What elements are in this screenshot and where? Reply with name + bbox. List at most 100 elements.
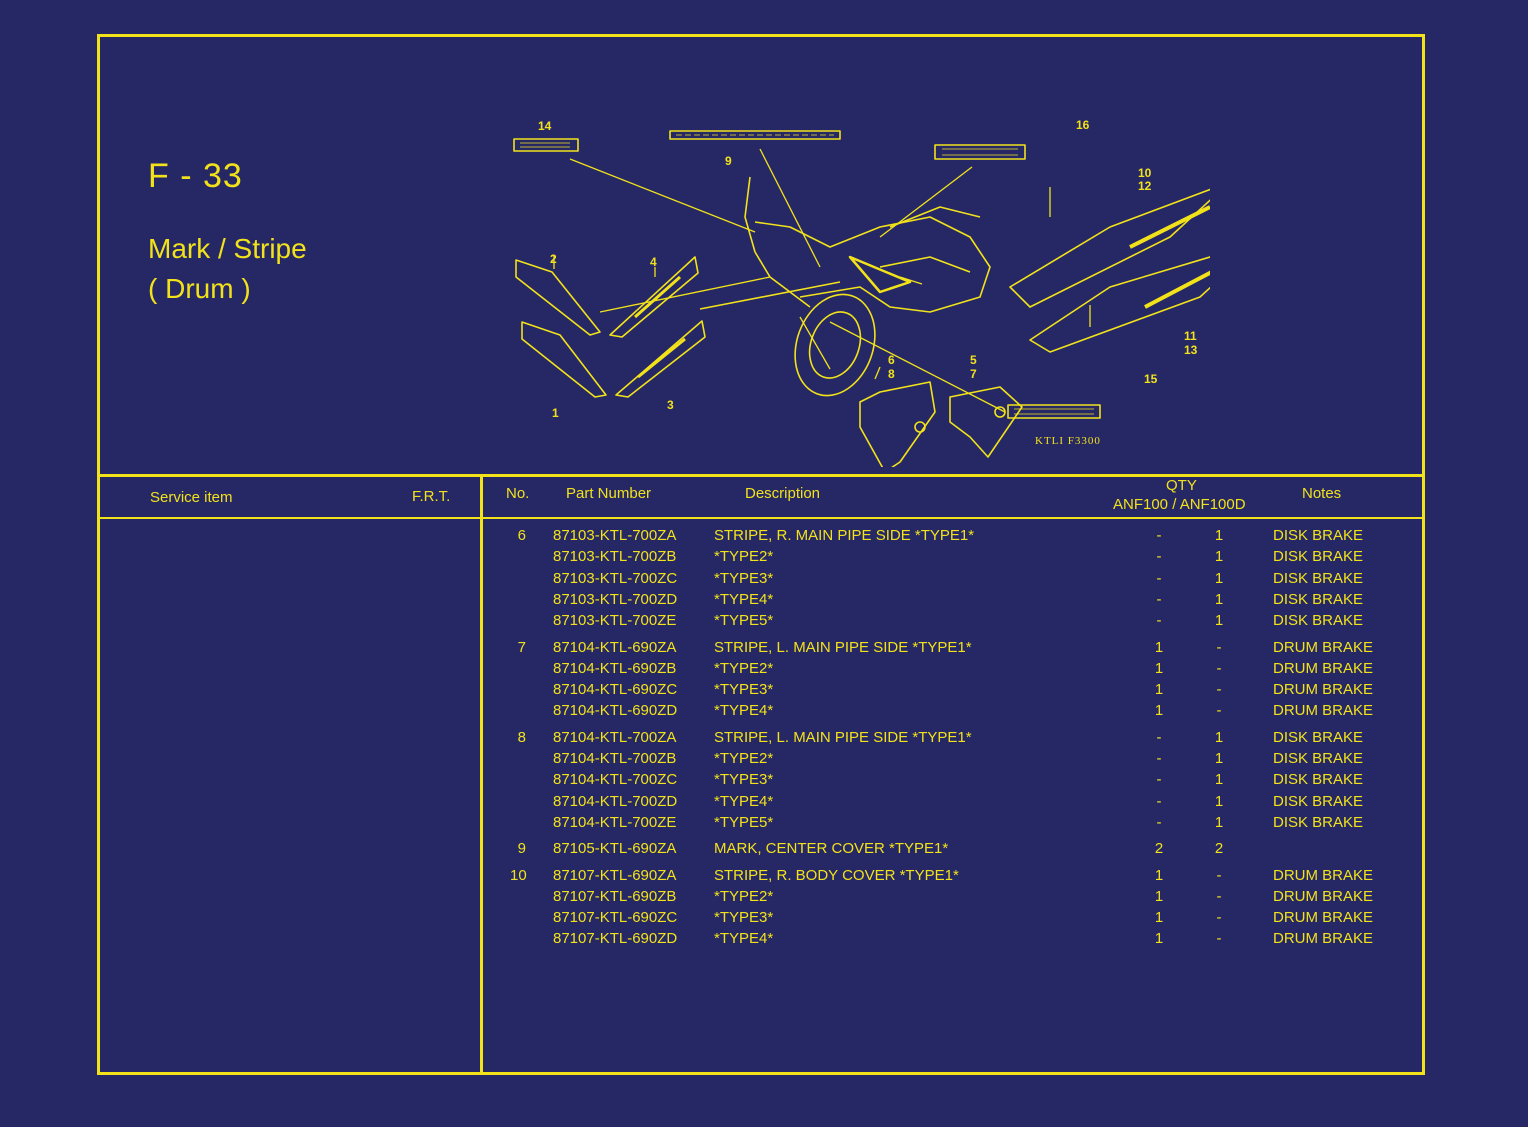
row-notes: DISK BRAKE — [1273, 527, 1364, 544]
page-title-line2: ( Drum ) — [148, 273, 251, 304]
row-no: 9 — [517, 840, 526, 858]
row-qty-anf100d: 1 — [1214, 590, 1224, 608]
row-no: 6 — [517, 527, 526, 544]
row-qty-anf100d: - — [1216, 887, 1222, 905]
row-part-number: 87104-KTL-690ZB — [553, 659, 677, 677]
callout-2: 2 — [550, 252, 557, 266]
callout-1: 1 — [552, 406, 559, 420]
row-part-number: 87104-KTL-700ZB — [553, 750, 677, 767]
row-qty-anf100: 1 — [1154, 659, 1164, 677]
callout-8: 8 — [888, 367, 895, 381]
mark-9 — [669, 130, 841, 140]
callout-15: 15 — [1144, 372, 1158, 386]
callout-12: 12 — [1138, 179, 1152, 193]
mark-14 — [513, 138, 579, 152]
row-qty-anf100: - — [1156, 750, 1162, 767]
callout-6: 6 — [888, 353, 895, 367]
row-qty-anf100d: 1 — [1214, 771, 1224, 789]
mark-15 — [1007, 404, 1101, 419]
row-notes: DISK BRAKE — [1273, 813, 1364, 831]
row-notes: DISK BRAKE — [1273, 750, 1364, 767]
row-description: *TYPE3* — [714, 569, 774, 587]
row-qty-anf100d: 1 — [1214, 813, 1224, 831]
row-description: *TYPE2* — [714, 659, 774, 677]
row-part-number: 87107-KTL-690ZD — [553, 930, 678, 948]
row-description: *TYPE5* — [714, 813, 774, 831]
row-qty-anf100: 1 — [1154, 887, 1164, 905]
row-description: *TYPE4* — [714, 930, 774, 948]
row-notes: DISK BRAKE — [1273, 771, 1364, 789]
row-qty-anf100: - — [1156, 548, 1162, 566]
row-description: *TYPE4* — [714, 792, 774, 810]
row-part-number: 87104-KTL-690ZC — [553, 681, 678, 699]
row-qty-anf100: 1 — [1154, 909, 1164, 927]
row-part-number: 87104-KTL-700ZC — [553, 771, 678, 789]
row-qty-anf100d: - — [1216, 930, 1222, 948]
row-qty-anf100: - — [1156, 813, 1162, 831]
side-covers — [859, 381, 1023, 473]
row-notes: DISK BRAKE — [1273, 548, 1364, 566]
row-qty-anf100d: 1 — [1214, 548, 1224, 566]
row-qty-anf100d: 2 — [1214, 840, 1224, 858]
row-qty-anf100: - — [1156, 771, 1162, 789]
row-description: STRIPE, L. MAIN PIPE SIDE *TYPE1* — [714, 728, 972, 746]
callout-9: 9 — [725, 154, 732, 168]
row-no: 7 — [517, 638, 526, 656]
row-description: *TYPE5* — [714, 612, 774, 630]
diagram-drawing: 14 9 16 10 12 2 4 1 3 6 8 5 7 15 11 13 — [513, 118, 1261, 473]
callout-10: 10 — [1138, 166, 1152, 180]
row-description: *TYPE4* — [714, 590, 774, 608]
row-qty-anf100d: - — [1216, 681, 1222, 699]
row-description: MARK, CENTER COVER *TYPE1* — [714, 840, 949, 858]
row-part-number: 87103-KTL-700ZB — [553, 548, 677, 566]
row-part-number: 87105-KTL-690ZA — [553, 840, 677, 858]
motorcycle-outline — [699, 176, 1261, 397]
row-qty-anf100: 1 — [1154, 702, 1164, 720]
row-qty-anf100d: 1 — [1214, 792, 1224, 810]
callout-14: 14 — [538, 119, 552, 133]
row-qty-anf100: 1 — [1154, 638, 1164, 656]
header-no: No. — [506, 485, 530, 502]
row-part-number: 87103-KTL-700ZC — [553, 569, 678, 587]
callout-16: 16 — [1076, 118, 1090, 132]
row-qty-anf100: - — [1156, 792, 1162, 810]
row-description: *TYPE2* — [714, 548, 774, 566]
row-notes: DRUM BRAKE — [1273, 702, 1374, 720]
row-qty-anf100d: - — [1216, 638, 1222, 656]
row-part-number: 87103-KTL-700ZD — [553, 590, 678, 608]
row-description: STRIPE, R. MAIN PIPE SIDE *TYPE1* — [714, 527, 975, 544]
row-part-number: 87104-KTL-690ZA — [553, 638, 677, 656]
row-notes: DRUM BRAKE — [1273, 866, 1374, 884]
figure-code: KTLI F3300 — [1035, 435, 1101, 447]
row-qty-anf100: - — [1156, 527, 1162, 544]
row-qty-anf100: 2 — [1154, 840, 1164, 858]
row-qty-anf100d: 1 — [1214, 569, 1224, 587]
row-qty-anf100: 1 — [1154, 866, 1164, 884]
row-part-number: 87103-KTL-700ZE — [553, 612, 677, 630]
callout-3: 3 — [667, 398, 674, 412]
row-description: *TYPE2* — [714, 887, 774, 905]
diagram-section: F - 33 Mark / Stripe ( Drum ) — [100, 37, 1422, 477]
header-qty: QTY — [1166, 477, 1197, 494]
row-notes: DISK BRAKE — [1273, 792, 1364, 810]
callout-labels: 14 9 16 10 12 2 4 1 3 6 8 5 7 15 11 13 — [538, 118, 1198, 420]
row-no: 10 — [510, 866, 527, 884]
row-part-number: 87104-KTL-700ZA — [553, 728, 677, 746]
callout-7: 7 — [970, 367, 977, 381]
header-service-item: Service item — [150, 489, 233, 506]
callout-13: 13 — [1184, 343, 1198, 357]
row-qty-anf100d: 1 — [1214, 750, 1224, 767]
callout-5: 5 — [970, 353, 977, 367]
row-part-number: 87104-KTL-700ZD — [553, 792, 678, 810]
row-description: *TYPE3* — [714, 771, 774, 789]
row-notes: DISK BRAKE — [1273, 590, 1364, 608]
row-notes: DRUM BRAKE — [1273, 659, 1374, 677]
service-item-column — [100, 474, 483, 1072]
header-frt: F.R.T. — [412, 488, 451, 505]
row-part-number: 87107-KTL-690ZB — [553, 887, 677, 905]
row-qty-anf100d: 1 — [1214, 527, 1224, 544]
row-notes: DRUM BRAKE — [1273, 681, 1374, 699]
header-part-number: Part Number — [566, 485, 652, 502]
row-description: *TYPE3* — [714, 681, 774, 699]
exploded-parts-diagram: 14 9 16 10 12 2 4 1 3 6 8 5 7 15 11 13 — [410, 77, 1261, 473]
